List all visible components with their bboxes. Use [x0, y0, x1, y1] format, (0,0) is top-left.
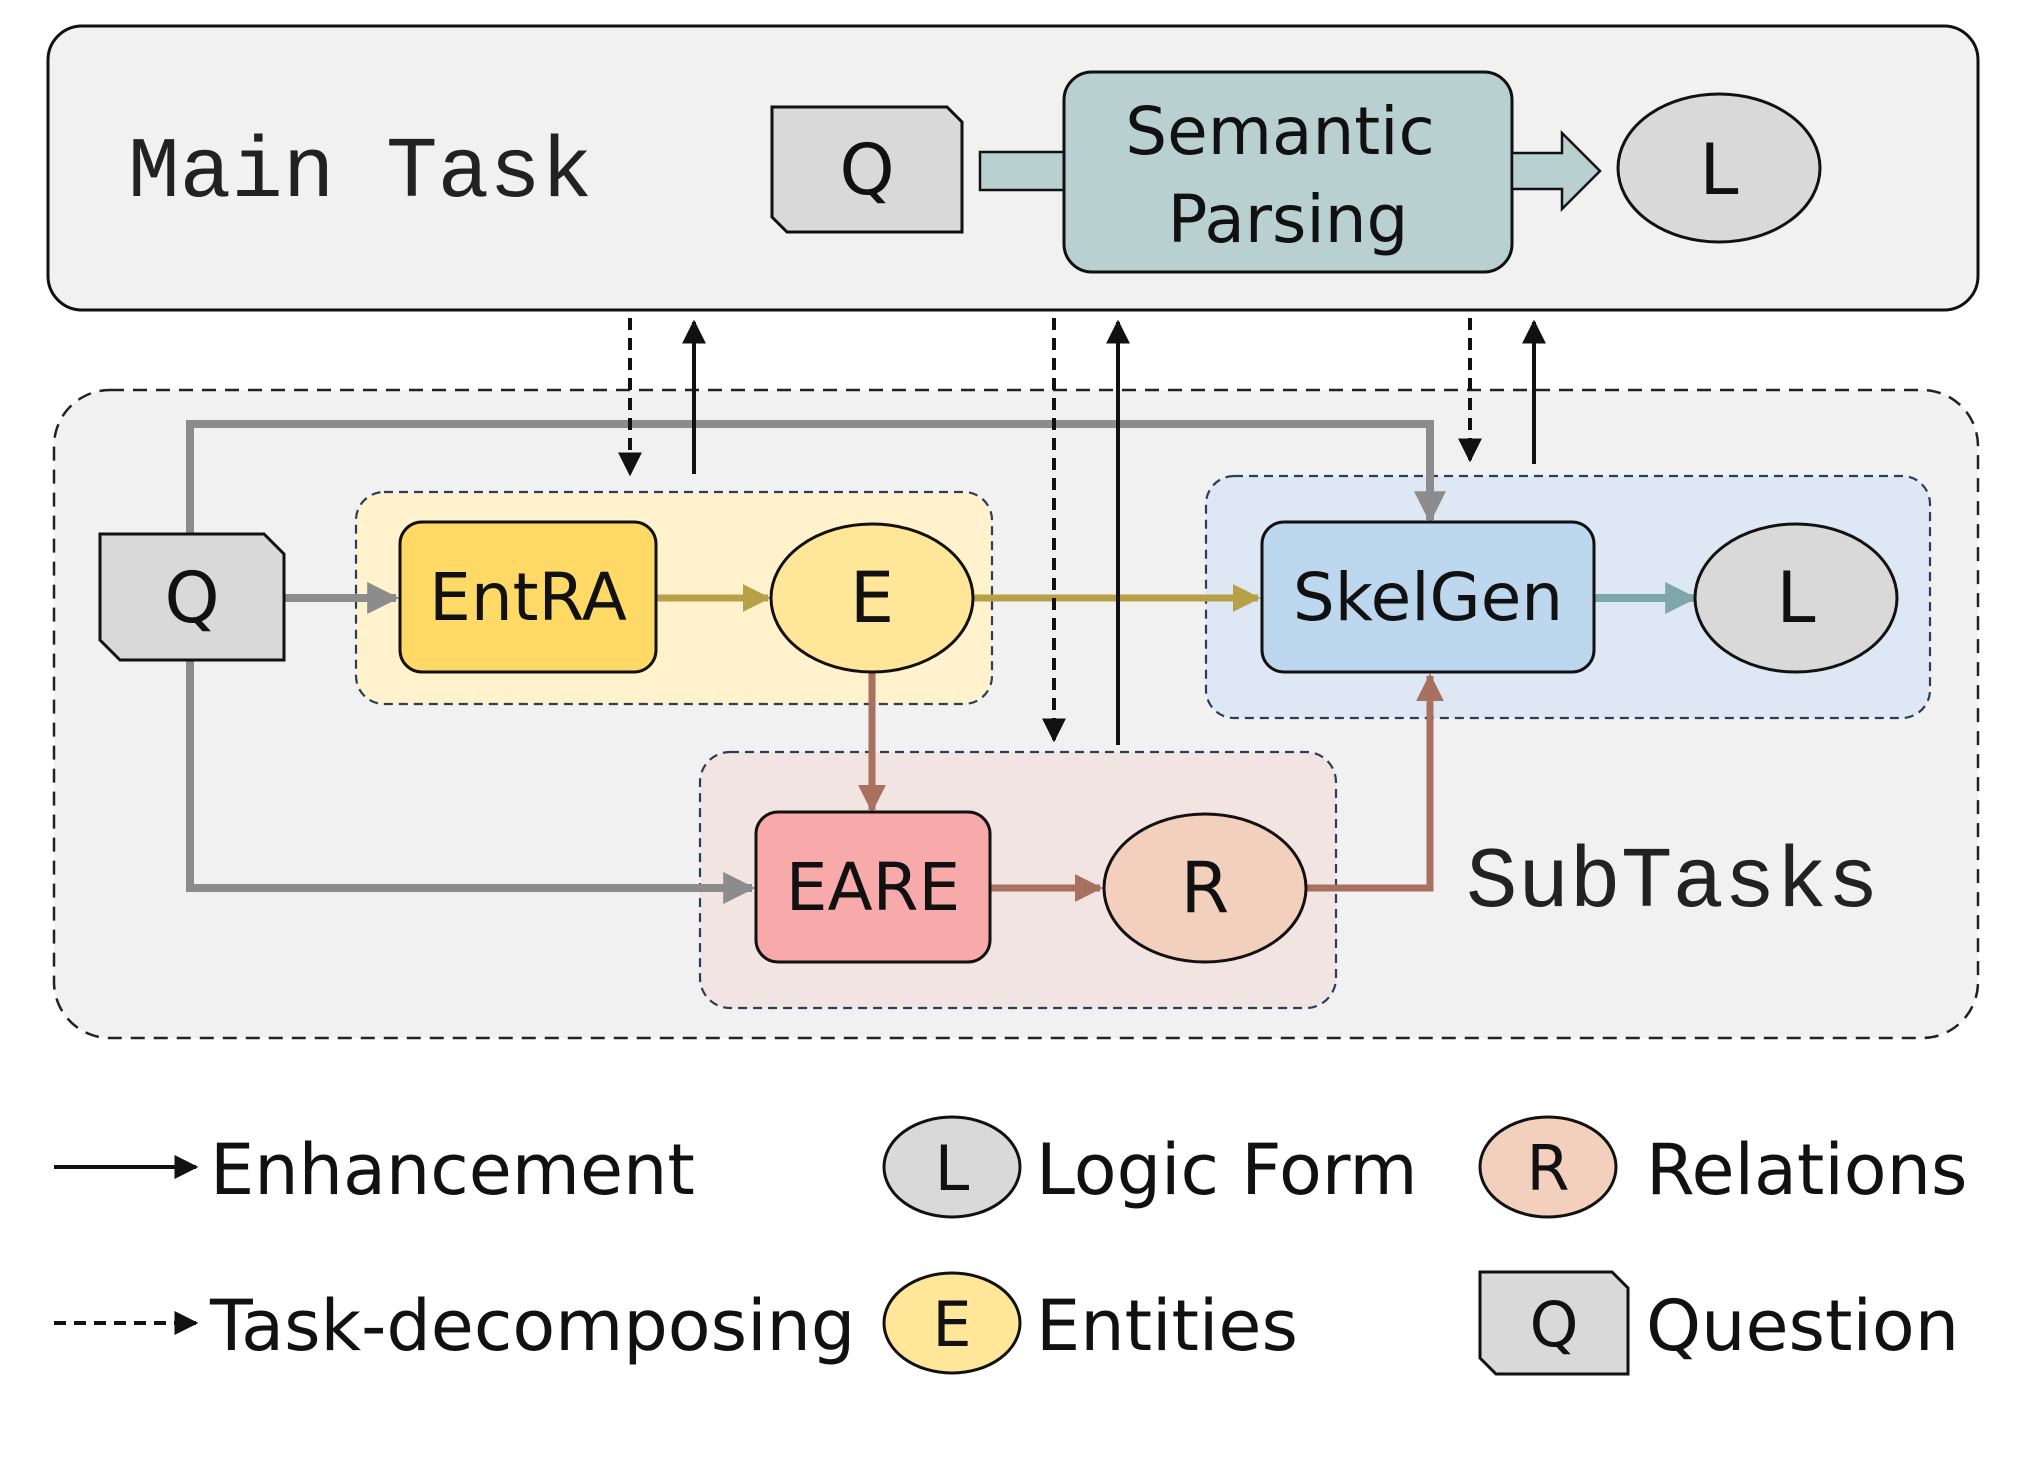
relations-node: R: [1102, 812, 1308, 964]
subtasks-title: SubTasks: [1466, 834, 1879, 932]
main-question-node: Q: [770, 105, 964, 234]
enhancement-arrows: [682, 319, 1546, 745]
legend-question-label: Question: [1646, 1285, 1959, 1367]
semantic-parsing-node: Semantic Parsing: [1062, 70, 1514, 274]
legend-logic-form-label: Logic Form: [1036, 1129, 1418, 1211]
legend-relations-letter: R: [1526, 1132, 1569, 1205]
sub-logic-form-label: L: [1777, 557, 1816, 639]
sub-question-label: Q: [164, 557, 219, 639]
legend-decomposing-label: Task-decomposing: [209, 1285, 855, 1367]
subtasks-panel: SubTasks Q EntRA E: [52, 388, 1980, 1040]
main-logic-form-label: L: [1700, 129, 1739, 211]
legend-enhancement-label: Enhancement: [210, 1129, 695, 1211]
legend-logic-form-letter: L: [935, 1132, 970, 1205]
entra-node: EntRA: [398, 520, 658, 674]
entities-label: E: [850, 557, 894, 639]
eare-node: EARE: [754, 810, 992, 964]
legend-question-letter: Q: [1530, 1288, 1579, 1361]
sub-logic-form-node: L: [1693, 522, 1899, 674]
legend-entities-symbol: [882, 1271, 1022, 1375]
semantic-parsing-line2: Parsing: [1168, 181, 1409, 258]
sub-question-node: Q: [98, 532, 286, 662]
main-logic-form-node: L: [1616, 92, 1822, 244]
main-task-title: Main Task: [128, 124, 592, 222]
legend-question-symbol: [1478, 1270, 1630, 1376]
q-to-skelgen-arrow: [186, 420, 1446, 534]
parser-to-logic-arrow: [1510, 129, 1602, 213]
entities-node: E: [769, 522, 975, 674]
relations-to-skelgen-arrow: [1306, 673, 1444, 892]
semantic-parsing-line1: Semantic: [1125, 93, 1435, 170]
main-question-label: Q: [839, 129, 894, 211]
main-task-panel: Main Task Q Semantic Parsing L: [46, 24, 1980, 312]
legend-logic-form-symbol: [882, 1115, 1022, 1219]
decomposition-arrows: [618, 318, 1482, 743]
skelgen-label: SkelGen: [1293, 559, 1563, 636]
skelgen-node: SkelGen: [1260, 520, 1596, 674]
relations-label: R: [1181, 847, 1230, 929]
legend: Enhancement Task-decomposing L Logic For…: [54, 1115, 1967, 1376]
legend-relations-label: Relations: [1646, 1129, 1967, 1211]
legend-entities-letter: E: [932, 1288, 971, 1361]
legend-entities-label: Entities: [1036, 1285, 1298, 1367]
eare-label: EARE: [786, 849, 960, 926]
q-to-parser-arrow: [978, 150, 1066, 192]
entra-label: EntRA: [429, 559, 627, 636]
legend-relations-symbol: [1478, 1115, 1618, 1219]
q-to-eare-arrow: [186, 660, 756, 904]
